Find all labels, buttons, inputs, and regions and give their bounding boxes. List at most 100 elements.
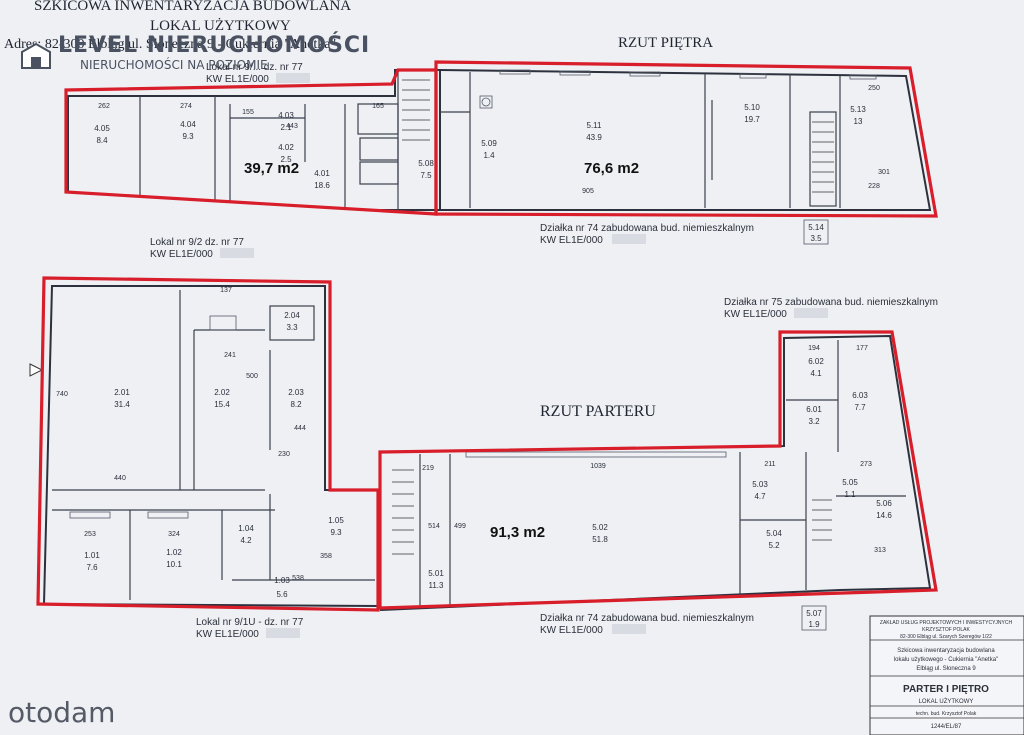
agency-logo	[21, 42, 51, 69]
room-id: 5.03	[752, 480, 768, 489]
ground-floor-title: RZUT PARTERU	[540, 403, 656, 420]
room-id: 4.01	[314, 169, 330, 178]
title-block-company-1: ZAKŁAD USŁUG PROJEKTOWYCH I INWESTYCYJNY…	[880, 620, 1013, 626]
title-block: ZAKŁAD USŁUG PROJEKTOWYCH I INWESTYCYJNY…	[869, 615, 1024, 735]
room-area: 9.3	[182, 132, 194, 141]
room-area: 14.6	[876, 511, 892, 520]
note-kw-top-1: Lokal nr 9/... dz. nr 77	[206, 62, 303, 73]
dimension-label: 165	[372, 103, 384, 110]
dimension-label: 253	[84, 531, 96, 538]
room-area: 3.3	[286, 323, 298, 332]
boundary-ground-left	[36, 276, 380, 612]
dimension-label: 211	[764, 461, 775, 468]
note-dz74-top-1: Działka nr 74 zabudowana bud. niemieszka…	[540, 223, 754, 234]
boundary-ground-right	[378, 330, 938, 610]
stairs-upper-left	[402, 79, 430, 141]
stairs-upper-right	[812, 121, 834, 193]
redacted-mark	[794, 308, 828, 318]
room-area: 1.1	[844, 490, 856, 499]
room-area: 4.7	[754, 492, 766, 501]
title-block-company-2: KRZYSZTOF POLAK	[922, 627, 970, 633]
room-area: 11.3	[429, 581, 445, 590]
room-id: 5.06	[876, 499, 892, 508]
note-dz75-2: KW EL1E/000	[724, 309, 787, 320]
room-area: 3.2	[808, 417, 820, 426]
upper-dimensions: 262 274 155 443 165 905 250 301 228	[98, 85, 890, 195]
room-id: 6.03	[852, 391, 868, 400]
dimension-label: 1039	[590, 463, 606, 470]
room-id: 6.01	[806, 405, 822, 414]
ground-room-labels: 2.01 31.4 2.02 15.4 2.04 3.3 2.03 8.2 1.…	[84, 311, 892, 631]
room-id: 2.02	[214, 388, 230, 397]
room-id: 6.02	[808, 357, 824, 366]
room-id: 5.08	[418, 159, 434, 168]
entrance-arrow-icon	[29, 363, 44, 377]
room-area: 7.7	[854, 403, 866, 412]
note-dz75-1: Działka nr 75 zabudowana bud. niemieszka…	[724, 297, 938, 308]
dimension-label: 262	[98, 103, 110, 110]
room-id: 2.01	[114, 388, 130, 397]
room-id: 1.03	[274, 576, 290, 585]
note-dz74-top-2: KW EL1E/000	[540, 235, 603, 246]
ground-dimensions: 440 241 137 500 444 230 740 253 324 358 …	[56, 287, 886, 582]
upper-room-labels: 4.05 8.4 4.04 9.3 4.03 2.1 4.02 2.5 4.01…	[94, 103, 866, 245]
upper-floor-title: RZUT PIĘTRA	[618, 35, 713, 51]
title-block-desc-2: lokalu użytkowego - Cukiernia "Anetka"	[894, 657, 998, 663]
room-id: 4.04	[180, 120, 196, 129]
title-block-author: techn. bud. Krzysztof Polak	[916, 711, 977, 717]
address-line: Adres: 82-300 Elbląg ul. Słoneczna 9 - C…	[4, 37, 336, 52]
room-id: 5.11	[587, 121, 603, 130]
dimension-label: 358	[320, 553, 332, 560]
dimension-label: 177	[856, 345, 868, 352]
dimension-label: 500	[246, 373, 258, 380]
room-area: 4.2	[240, 536, 252, 545]
stairs-ground-left	[392, 469, 414, 555]
room-area: 9.3	[330, 528, 342, 537]
redacted-mark	[266, 628, 300, 638]
dimension-label: 444	[294, 425, 306, 432]
title-block-sheet-subtitle: LOKAL UŻYTKOWY	[919, 698, 974, 705]
note-dz74-bottom-1: Działka nr 74 zabudowana bud. niemieszka…	[540, 613, 754, 624]
dimension-label: 230	[278, 451, 290, 458]
room-area: 1.4	[483, 151, 495, 160]
dimension-label: 274	[180, 103, 192, 110]
redacted-mark	[220, 248, 254, 258]
dimension-label: 228	[868, 183, 880, 190]
dimension-label: 740	[56, 391, 68, 398]
room-area: 7.6	[86, 563, 98, 572]
room-id: 4.02	[278, 143, 294, 152]
room-id: 5.02	[592, 523, 608, 532]
dimension-label: 313	[874, 547, 886, 554]
room-area: 4.1	[810, 369, 822, 378]
dimension-label: 273	[860, 461, 872, 468]
doc-title: SZKICOWA INWENTARYZACJA BUDOWLANA	[34, 0, 351, 14]
room-id: 4.03	[278, 111, 294, 120]
dimension-label: 241	[224, 352, 236, 359]
room-area: 15.4	[214, 400, 230, 409]
redacted-mark	[612, 234, 646, 244]
dimension-label: 905	[582, 188, 594, 195]
room-id: 5.04	[766, 529, 782, 538]
room-id: 5.07	[806, 609, 822, 618]
room-id: 5.13	[850, 105, 866, 114]
room-id: 1.01	[84, 551, 100, 560]
dimension-label: 499	[454, 523, 466, 530]
note-lokal-92-2: KW EL1E/000	[150, 249, 213, 260]
dimension-label: 250	[868, 85, 880, 92]
dimension-label: 514	[428, 523, 440, 530]
room-id: 5.09	[481, 139, 497, 148]
watermark: otodam	[8, 696, 115, 729]
room-area: 51.8	[592, 535, 608, 544]
area-label-upper-right: 76,6 m2	[584, 160, 639, 177]
dimension-label: 324	[168, 531, 180, 538]
title-block-desc-3: Elbląg ul. Słoneczna 9	[916, 666, 976, 672]
room-area: 2.1	[280, 123, 292, 132]
note-dz74-bottom-2: KW EL1E/000	[540, 625, 603, 636]
title-block-number: 1244/EL/87	[931, 724, 962, 730]
doc-subtitle: LOKAL UŻYTKOWY	[150, 18, 291, 34]
area-label-upper-left: 39,7 m2	[244, 160, 299, 177]
room-id: 2.04	[284, 311, 300, 320]
room-area: 1.9	[808, 620, 820, 629]
